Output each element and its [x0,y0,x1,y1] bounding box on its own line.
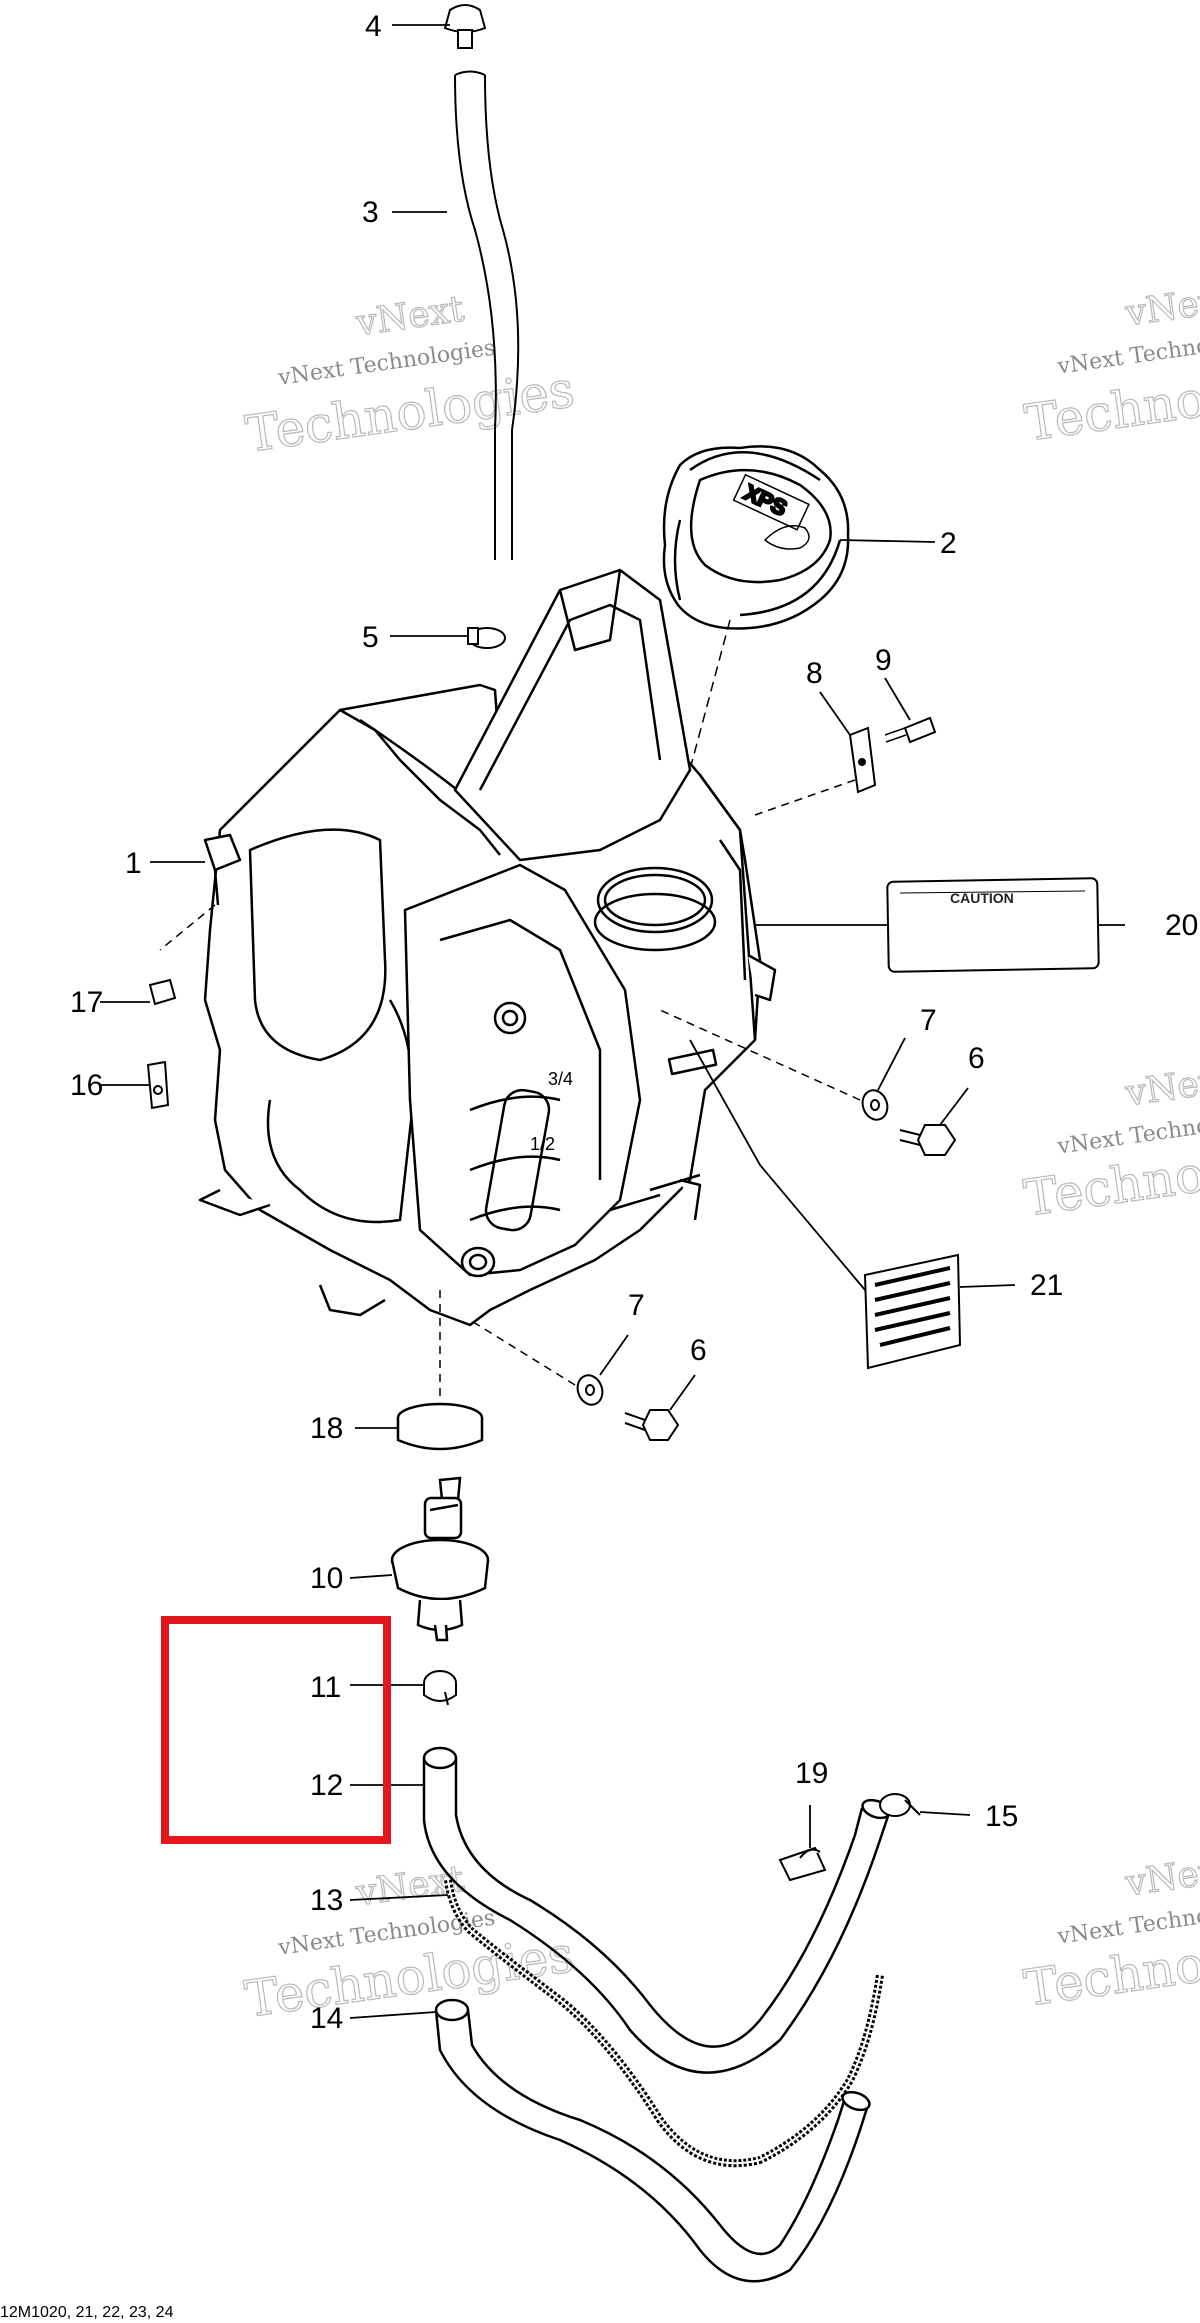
decal-21-leader [689,1039,866,1291]
clamp-part-15 [879,1793,921,1817]
screw-part-9 [884,716,937,744]
clip-part-19 [778,1846,827,1882]
watermark-top-left: vNext vNext Technologies Technologies [242,288,579,464]
callout-leaders [100,24,1125,2019]
clamp-part-11 [423,1670,457,1706]
callout-16: 16 [70,1069,103,1102]
callout-7-upper: 7 [920,1004,937,1037]
tank-outlet-leader-dashed [159,904,216,951]
callout-1: 1 [125,847,142,880]
watermark-bottom-left: vNext vNext Technologies Technologies [241,1858,578,2029]
watermark-top-right: vNext vNext Technologies Technologies [1021,278,1200,453]
callout-15: 15 [985,1800,1018,1833]
callout-7-lower: 7 [628,1289,645,1322]
callout-11: 11 [310,1671,341,1704]
washer-part-7-lower [576,1374,604,1406]
callout-17: 17 [70,986,103,1019]
gauge-mark-half: 1/2 [530,1134,555,1154]
svg-text:vNext: vNext [1122,1849,1200,1905]
fitting-part-16 [146,1060,170,1110]
spring-part-13 [444,1879,884,2168]
callout-3: 3 [362,196,379,229]
caution-decal-part-20: CAUTION [886,877,1100,973]
callout-2: 2 [940,527,957,560]
washer-part-7-upper [861,1089,889,1121]
vent-hose-part [454,70,520,560]
callout-12: 12 [310,1769,343,1802]
highlight-box [161,1616,391,1844]
gauge-mark-three-quarter: 3/4 [548,1069,573,1089]
svg-text:vNext Technologies: vNext Technologies [1055,324,1200,379]
callout-18: 18 [310,1412,343,1445]
valve-part-10 [390,1476,490,1642]
caution-decal-text: CAUTION [950,890,1014,906]
bracket-leader-dashed [754,779,856,816]
fitting-part-17 [148,978,177,1006]
svg-text:vNext: vNext [1122,279,1200,335]
clamp-part-5 [467,627,506,649]
callout-8: 8 [806,657,823,690]
callout-13: 13 [310,1884,343,1917]
callout-14: 14 [310,2002,343,2035]
screw-upper-leader-dashed [659,1009,861,1101]
callout-6-lower: 6 [690,1334,707,1367]
screw-lower-leader-dashed [469,1319,576,1386]
callout-9: 9 [875,644,892,677]
bracket-part-8 [848,726,877,794]
drawing-code-text: 12M1020, 21, 22, 23, 24 [0,2304,174,2321]
oil-tank-part: 3/4 1/2 [198,568,777,1327]
callout-6-upper: 6 [968,1042,985,1075]
callout-19: 19 [795,1757,828,1790]
callout-21: 21 [1030,1269,1063,1302]
warning-label-part-21 [863,1253,962,1370]
watermark-mid-right: vNext vNext Technologies Technologies [1020,1058,1200,1228]
watermark-bottom-right: vNext vNext Technologies Technologies [1020,1848,1200,2018]
svg-text:vNext: vNext [353,289,467,345]
callout-20: 20 [1165,909,1198,942]
filler-cap-part: XPS [662,445,850,630]
svg-text:vNext: vNext [1122,1059,1200,1115]
hose-part-14 [434,1998,871,2283]
hose-part-12 [422,1746,892,2074]
screw-part-6-upper [899,1124,957,1156]
vent-valve-part [443,4,487,49]
screw-part-6-lower [624,1409,680,1441]
callout-5: 5 [362,621,379,654]
callout-10: 10 [310,1562,343,1595]
callout-4: 4 [365,10,382,43]
clamp-ring-part-18 [396,1402,484,1451]
